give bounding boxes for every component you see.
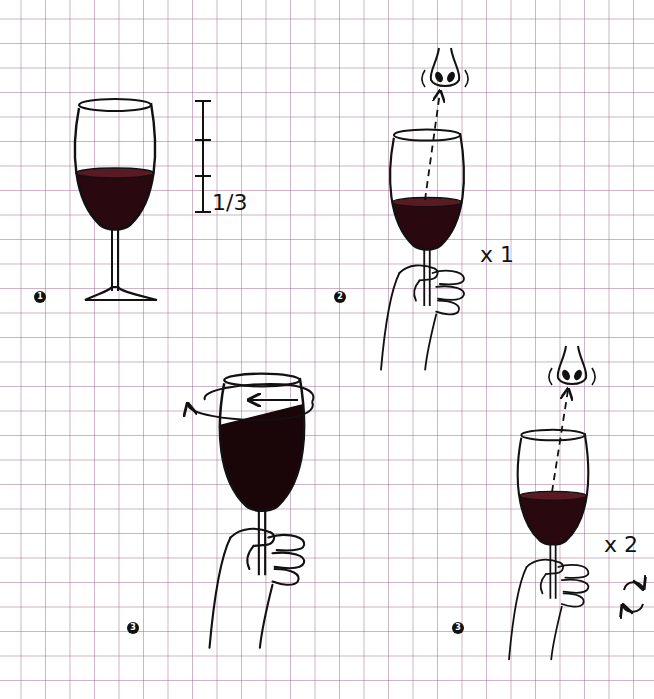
repeat-label: x 2: [604, 534, 638, 556]
callout-number-text: 3: [130, 623, 136, 632]
callout-number: 1: [34, 291, 46, 303]
repeat-label: x 1: [480, 244, 514, 266]
callout-number: 3: [452, 622, 464, 634]
repeat-label-text: x 2: [604, 532, 638, 557]
callout-number: 3: [127, 622, 139, 634]
fraction-label-text: 1/3: [212, 190, 247, 215]
repeat-label-text: x 1: [480, 242, 514, 267]
callout-number: 2: [334, 291, 346, 303]
callout-number-text: 2: [337, 292, 343, 301]
callout-number-text: 1: [37, 292, 43, 301]
fraction-label: 1/3: [212, 192, 247, 214]
callout-number-text: 3: [455, 623, 461, 632]
